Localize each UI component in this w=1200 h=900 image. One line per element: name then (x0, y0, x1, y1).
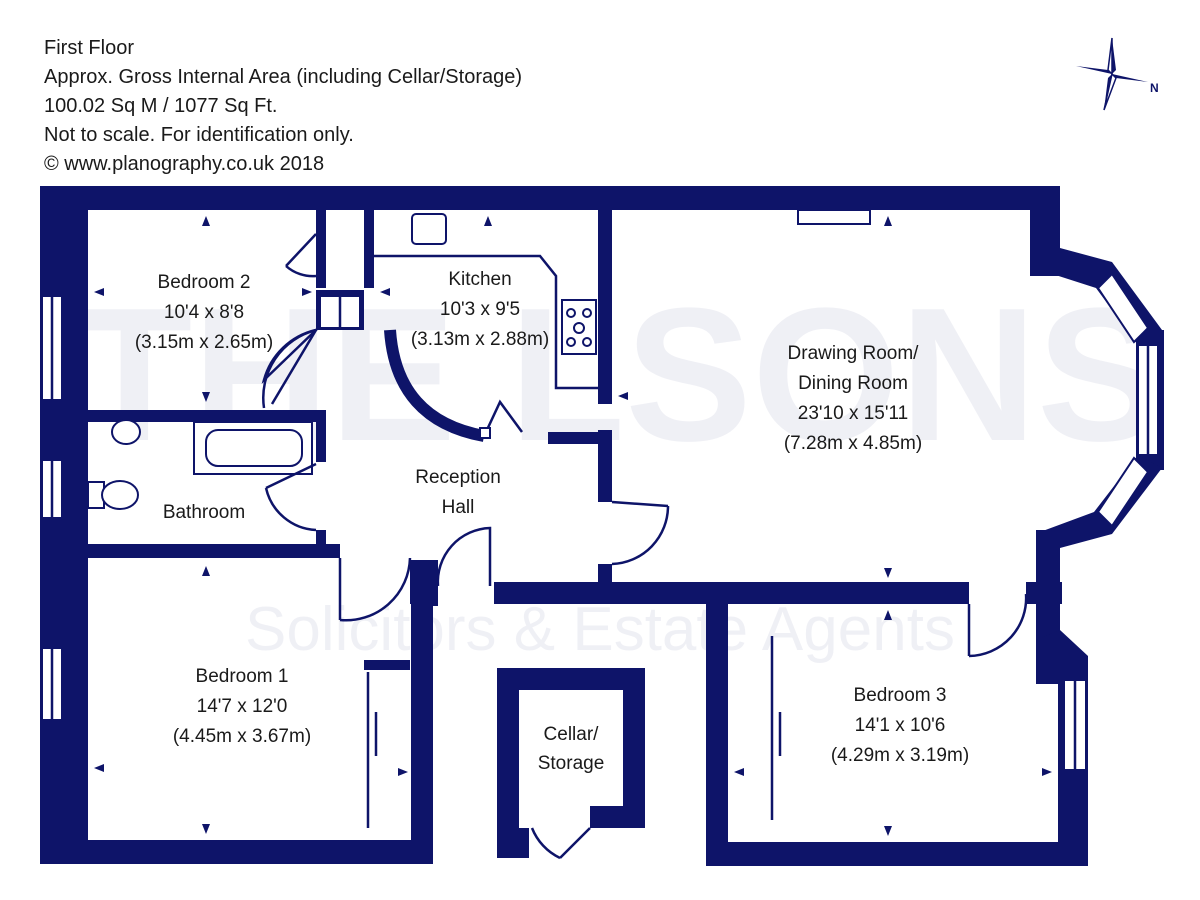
room-bathroom: Bathroom (163, 502, 245, 523)
bay-window (1096, 272, 1150, 344)
door-swing (262, 328, 317, 409)
door (338, 557, 412, 622)
area-caption: Approx. Gross Internal Area (including C… (44, 66, 523, 88)
room-size-metric: (4.45m x 3.67m) (173, 726, 311, 747)
compass-rose-icon: N (1076, 37, 1159, 111)
doors (261, 233, 1028, 860)
room-name: Bedroom 2 (158, 272, 251, 293)
room-size-imperial: 10'3 x 9'5 (440, 299, 520, 320)
arrow-right (302, 288, 312, 296)
room-bedroom-2: Bedroom 2 10'4 x 8'8 (3.15m x 2.65m) (135, 272, 273, 353)
door (611, 500, 670, 566)
copyright-notice: © www.planography.co.uk 2018 (44, 153, 325, 175)
bay-window (1096, 456, 1150, 528)
room-name: Bedroom 3 (854, 685, 947, 706)
room-size-metric: (3.15m x 2.65m) (135, 332, 273, 353)
room-size-imperial: 14'1 x 10'6 (855, 715, 946, 736)
room-name: Bathroom (163, 502, 245, 523)
toilet-bowl (101, 480, 139, 510)
room-drawing-dining: Drawing Room/ Dining Room 23'10 x 15'11 … (784, 343, 922, 454)
fixtures (87, 209, 871, 828)
compass-letter: N (1150, 81, 1159, 95)
kitchen-sink (411, 213, 447, 245)
basin (111, 419, 141, 445)
windows (41, 272, 1159, 771)
measurement-arrows (94, 216, 1052, 836)
scale-disclaimer: Not to scale. For identification only. (44, 124, 354, 146)
room-name: Bedroom 1 (196, 666, 289, 687)
room-size-metric: (7.28m x 4.85m) (784, 433, 922, 454)
room-kitchen: Kitchen 10'3 x 9'5 (3.13m x 2.88m) (411, 269, 549, 350)
room-labels: Bedroom 2 10'4 x 8'8 (3.15m x 2.65m) Kit… (135, 269, 969, 774)
floor-title: First Floor (44, 37, 134, 59)
room-size-metric: (3.13m x 2.88m) (411, 329, 549, 350)
room-name-line2: Hall (442, 497, 475, 518)
room-name: Kitchen (448, 269, 511, 290)
room-size-imperial: 10'4 x 8'8 (164, 302, 244, 323)
door (264, 462, 317, 532)
room-bedroom-1: Bedroom 1 14'7 x 12'0 (4.45m x 3.67m) (173, 666, 311, 747)
room-cellar-storage: Cellar/ Storage (538, 724, 605, 774)
area-value: 100.02 Sq M / 1077 Sq Ft. (44, 95, 278, 117)
bathtub-basin (205, 429, 303, 467)
fireplace (797, 209, 871, 225)
door (484, 399, 524, 433)
plan-header: First Floor Approx. Gross Internal Area … (44, 34, 522, 179)
arrow-up (202, 216, 210, 226)
room-name-line2: Storage (538, 753, 605, 774)
door (285, 233, 317, 278)
kitchen-counter (374, 254, 598, 390)
arrow-down (202, 392, 210, 402)
arrow-left (94, 288, 104, 296)
watermark-tagline: Solicitors & Estate Agents (245, 595, 955, 664)
room-name: Cellar/ (544, 724, 600, 745)
room-bedroom-3: Bedroom 3 14'1 x 10'6 (4.29m x 3.19m) (831, 685, 969, 766)
room-size-imperial: 23'10 x 15'11 (798, 403, 908, 424)
curved-wall (384, 329, 486, 442)
room-size-imperial: 14'7 x 12'0 (197, 696, 288, 717)
room-name: Drawing Room/ (788, 343, 920, 364)
room-reception-hall: Reception Hall (415, 467, 501, 518)
watermark: THE LSONS Solicitors & Estate Agents (76, 269, 1163, 664)
door (436, 526, 492, 587)
door (530, 827, 591, 860)
door (967, 593, 1028, 658)
room-name-line2: Dining Room (798, 373, 908, 394)
room-size-metric: (4.29m x 3.19m) (831, 745, 969, 766)
room-name: Reception (415, 467, 501, 488)
